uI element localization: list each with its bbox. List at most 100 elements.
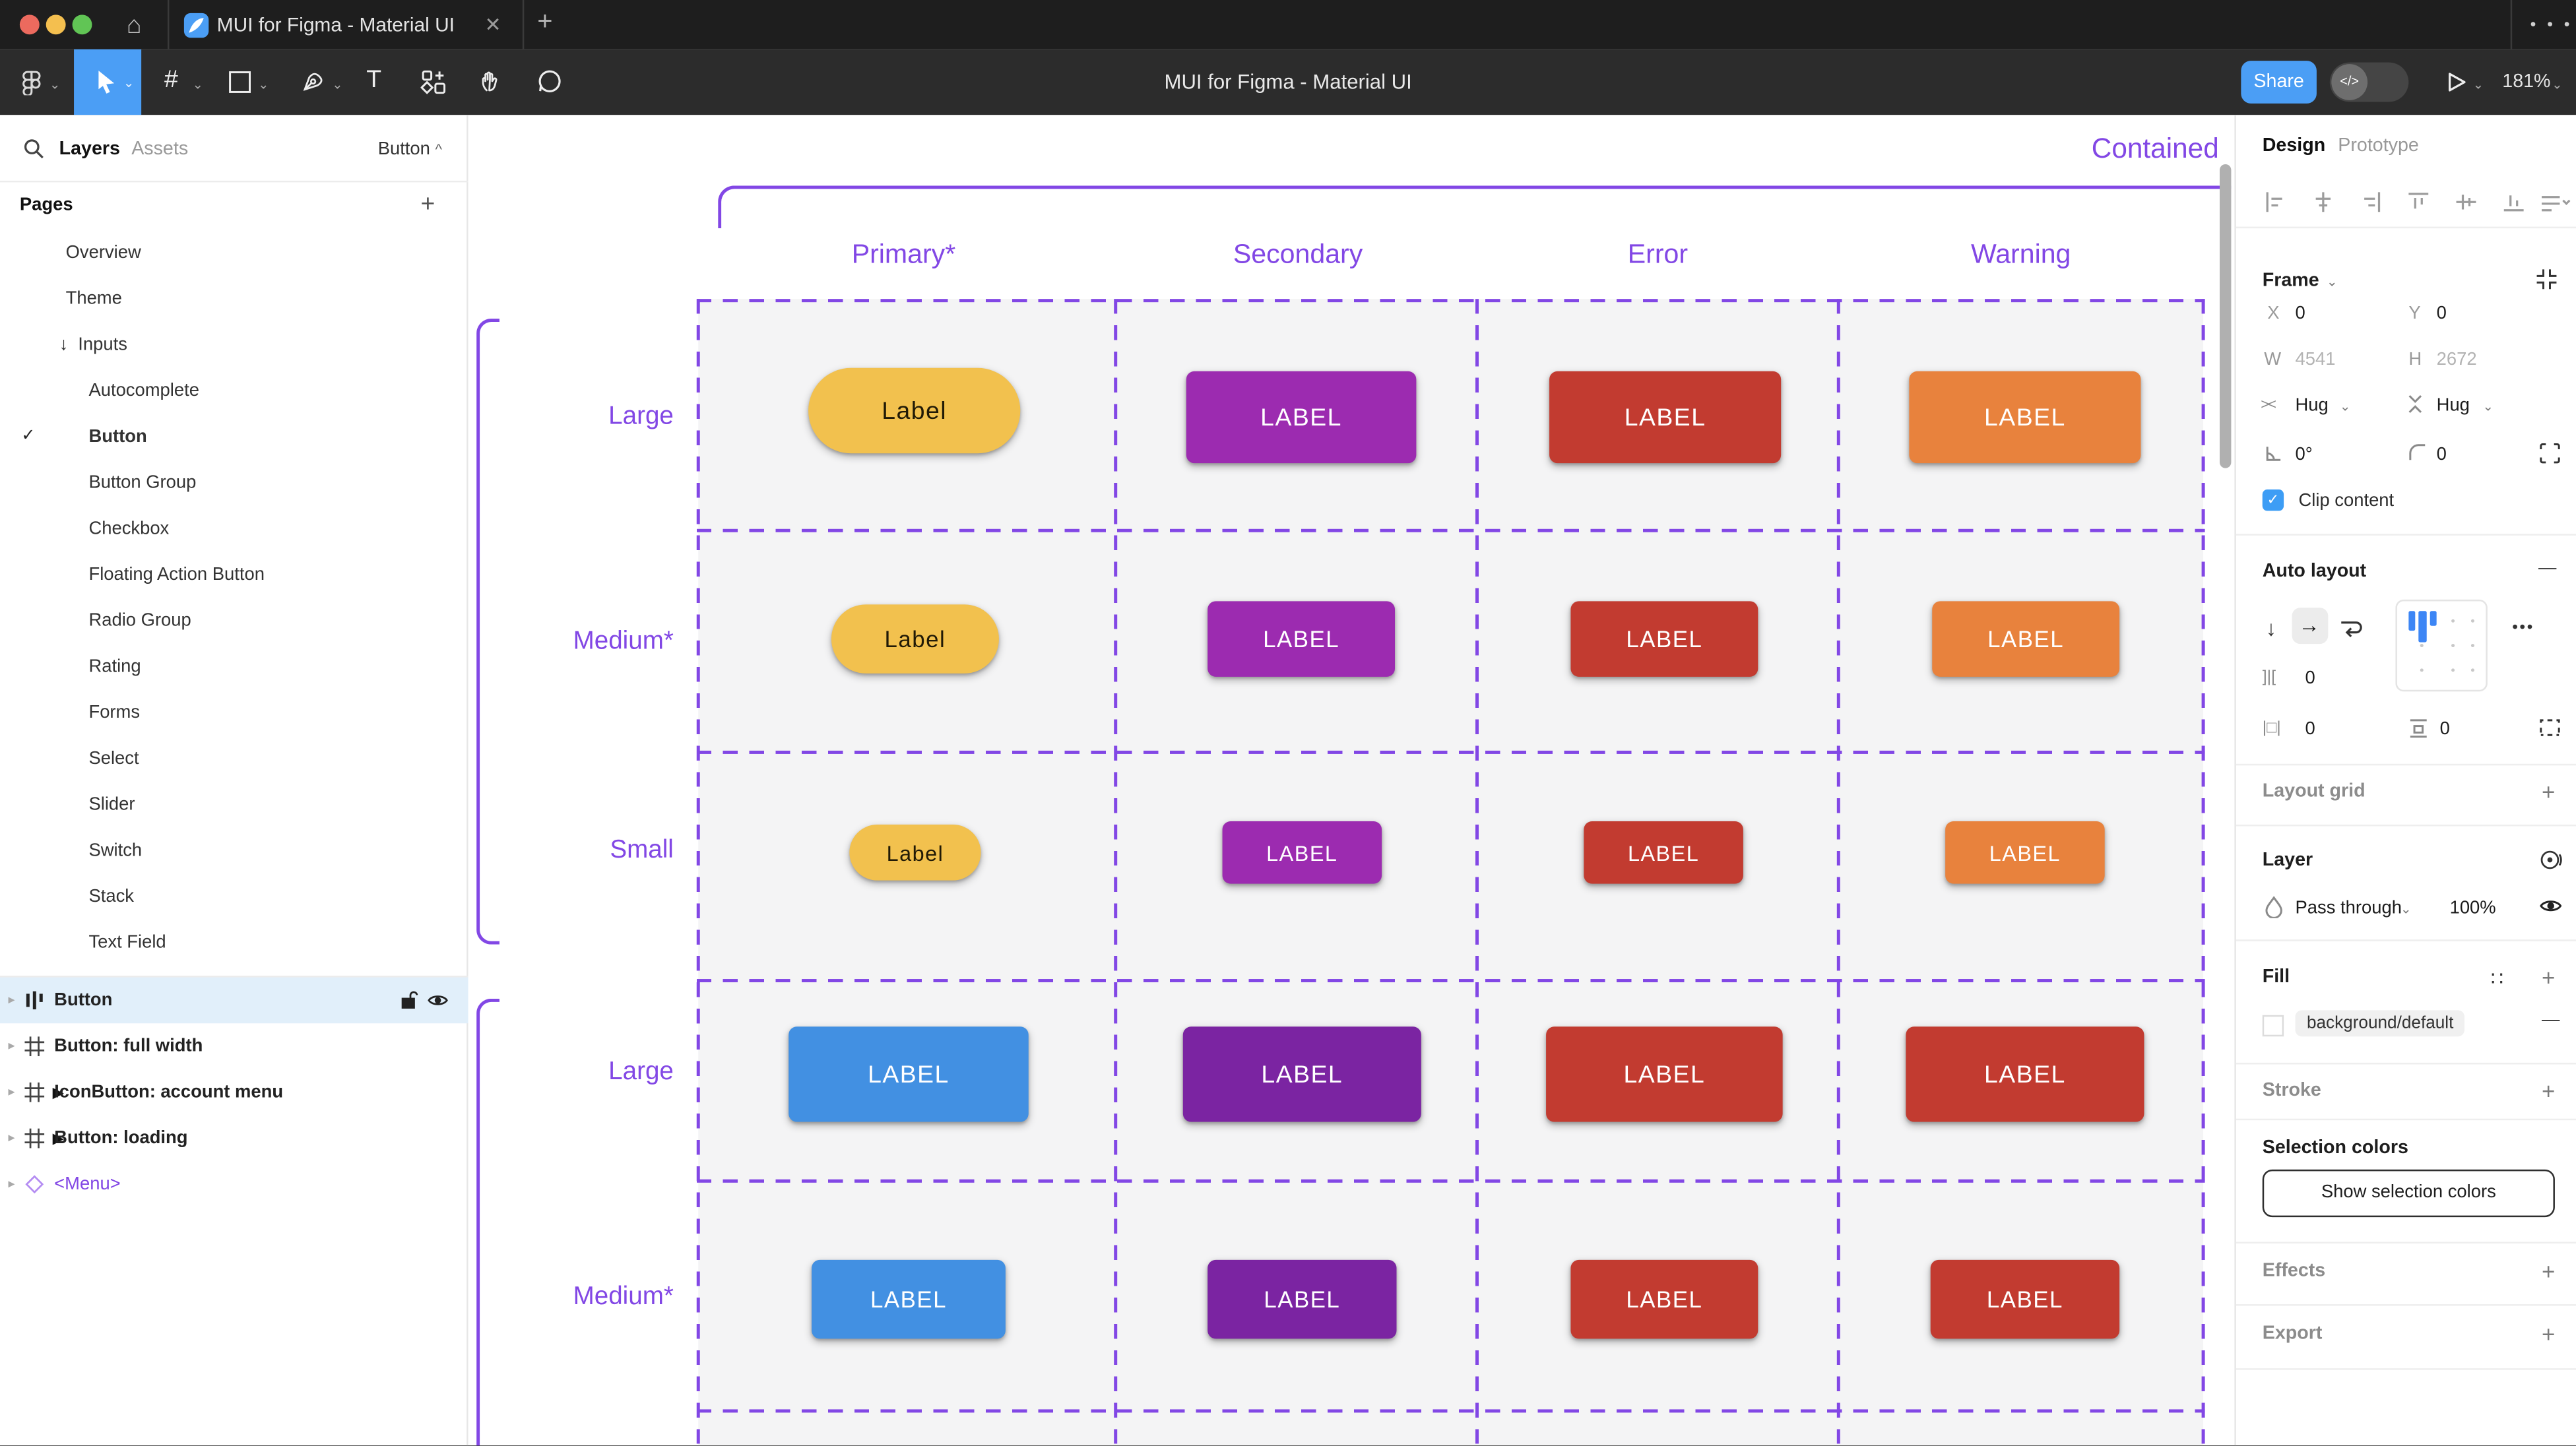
column-header[interactable]: Warning [1970,239,2071,270]
corner-radius-value[interactable]: 0 [2436,445,2447,465]
home-icon[interactable]: ⌂ [126,11,142,40]
page-item[interactable]: Radio Group [0,598,468,644]
layer-row[interactable]: ▸ Button [0,977,468,1024]
new-tab-button[interactable]: + [537,8,553,36]
tab-design[interactable]: Design [2262,136,2326,156]
page-item[interactable]: Theme [0,276,468,322]
page-item[interactable]: Switch [0,828,468,874]
button-specimen[interactable]: LABEL [1932,601,2120,677]
rotation-value[interactable]: 0° [2295,445,2313,465]
page-jump-control[interactable]: Button ^ [377,139,443,160]
page-item[interactable]: Text Field [0,920,468,966]
pen-tool-icon[interactable] [301,67,327,94]
layer-row[interactable]: ▸ ▶ Button: loading [0,1116,468,1162]
align-bottom-icon[interactable] [2501,189,2527,215]
file-tab[interactable]: MUI for Figma - Material UI [216,13,455,36]
row-label[interactable]: Large [608,1057,674,1086]
button-specimen[interactable]: LABEL [1909,371,2141,464]
auto-layout-alignment-widget[interactable] [2395,599,2488,692]
traffic-close-button[interactable] [19,15,40,35]
page-item[interactable]: Floating Action Button [0,552,468,598]
present-play-icon[interactable] [2445,71,2468,94]
row-label[interactable]: Small [610,836,674,864]
direction-right-selected[interactable]: → [2292,608,2329,644]
file-title[interactable]: MUI for Figma - Material UI [1164,71,1412,94]
lock-open-icon[interactable] [399,990,419,1010]
eye-icon[interactable] [427,990,448,1010]
button-specimen[interactable]: LABEL [1906,1026,2144,1122]
figma-main-menu-icon[interactable] [18,69,44,96]
chevron-down-icon[interactable]: ⌄ [2326,274,2338,290]
page-item[interactable]: Slider [0,782,468,828]
show-selection-colors-button[interactable]: Show selection colors [2262,1169,2555,1218]
y-value[interactable]: 0 [2436,303,2447,324]
shrink-frame-icon[interactable] [2535,268,2558,291]
shape-tool-icon[interactable] [228,71,251,94]
wrap-icon[interactable] [2338,614,2364,641]
tab-close-icon[interactable]: ✕ [484,13,501,36]
expand-caret-icon[interactable]: ▸ [8,1084,15,1099]
fill-style-chip[interactable]: background/default [2295,1010,2465,1037]
independent-corners-icon[interactable] [2538,442,2561,465]
blend-mode-icon[interactable] [2538,848,2563,872]
button-specimen[interactable]: LABEL [1208,1259,1397,1339]
x-value[interactable]: 0 [2295,303,2305,324]
comment-tool-icon[interactable] [536,67,564,95]
expand-caret-icon[interactable]: ▸ [8,1130,15,1145]
align-left-icon[interactable] [2263,189,2289,215]
share-button[interactable]: Share [2241,61,2317,104]
text-tool-icon[interactable]: T [366,65,382,94]
frame-tool-icon[interactable]: # [164,65,178,94]
expand-caret-icon[interactable]: ▸ [8,1176,15,1191]
button-specimen[interactable]: Label [849,824,981,881]
direction-down-icon[interactable]: ↓ [2265,615,2276,641]
vertical-padding-value[interactable]: 0 [2439,719,2450,739]
search-icon[interactable] [23,138,44,159]
opacity-value[interactable]: 100% [2449,898,2496,918]
traffic-minimize-button[interactable] [46,15,66,35]
remove-auto-layout-button[interactable]: — [2538,558,2557,579]
row-label[interactable]: Medium* [573,1282,674,1311]
page-item[interactable]: Forms [0,690,468,736]
vertical-sizing-value[interactable]: Hug [2436,396,2470,416]
button-specimen[interactable]: LABEL [1208,601,1396,677]
blend-mode-value[interactable]: Pass through [2295,898,2402,918]
button-specimen[interactable]: LABEL [1549,371,1782,464]
button-specimen[interactable]: LABEL [1186,371,1417,464]
page-item[interactable]: Autocomplete [0,368,468,414]
frame-section-header[interactable]: Frame [2262,270,2319,291]
page-item[interactable]: Button Group [0,460,468,506]
page-item[interactable]: Select [0,736,468,782]
tab-assets[interactable]: Assets [131,139,189,160]
tab-prototype[interactable]: Prototype [2338,136,2419,156]
layer-row[interactable]: ▸ Button: full width [0,1023,468,1069]
button-specimen[interactable]: LABEL [812,1259,1006,1339]
button-specimen[interactable]: LABEL [789,1026,1029,1122]
pen-tool-chevron-icon[interactable]: ⌄ [331,77,343,92]
present-chevron-icon[interactable]: ⌄ [2472,77,2484,92]
row-label[interactable]: Medium* [573,627,674,656]
remove-fill-button[interactable]: — [2542,1010,2560,1030]
w-value[interactable]: 4541 [2295,350,2336,370]
page-item[interactable]: Stack [0,874,468,920]
add-effect-button[interactable]: + [2542,1258,2556,1285]
h-value[interactable]: 2672 [2436,350,2477,370]
align-h-center-icon[interactable] [2310,189,2336,215]
layer-row[interactable]: ▸ ▶ IconButton: account menu [0,1069,468,1116]
clip-content-checkbox[interactable]: ✓ [2262,489,2284,511]
fill-color-swatch[interactable] [2262,1015,2284,1037]
add-fill-button[interactable]: + [2542,964,2556,991]
page-item[interactable]: Rating [0,644,468,690]
column-header[interactable]: Error [1627,239,1689,270]
page-item[interactable]: ✓ Button [0,414,468,460]
button-specimen[interactable]: LABEL [1222,821,1382,884]
chevron-down-icon[interactable]: ⌄ [2482,399,2494,414]
button-specimen[interactable]: LABEL [1570,601,1758,677]
align-top-icon[interactable] [2405,189,2431,215]
align-right-icon[interactable] [2358,189,2384,215]
button-specimen[interactable]: Label [808,367,1021,454]
button-specimen[interactable]: LABEL [1546,1026,1783,1122]
add-stroke-button[interactable]: + [2542,1077,2556,1104]
row-label[interactable]: Large [608,402,674,431]
auto-layout-more-icon[interactable]: ••• [2512,619,2534,638]
